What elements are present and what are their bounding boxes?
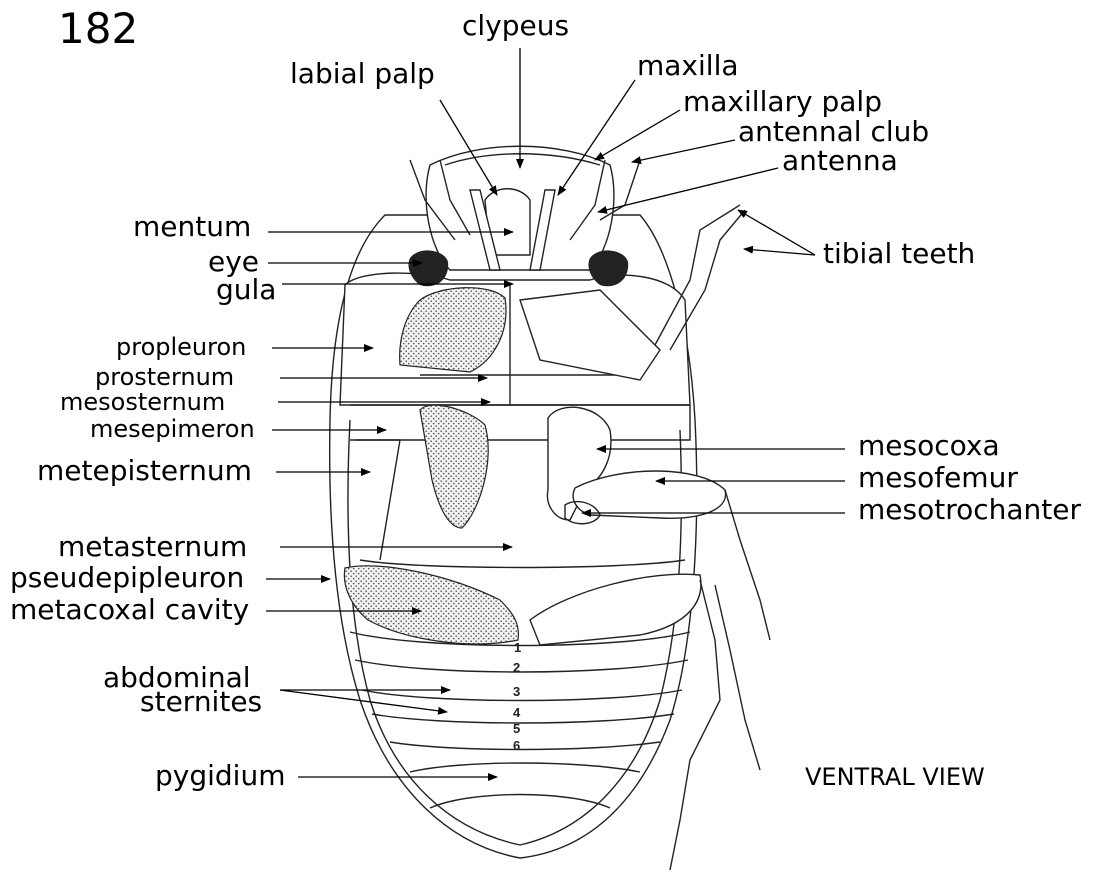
sternite-number-5: 5 xyxy=(513,722,520,735)
label-eye: eye xyxy=(208,248,259,276)
label-labial-palp: labial palp xyxy=(290,60,435,88)
label-pygidium: pygidium xyxy=(155,762,285,790)
label-propleuron: propleuron xyxy=(116,335,246,359)
label-mesotrochanter: mesotrochanter xyxy=(858,496,1081,524)
label-maxillary-palp: maxillary palp xyxy=(683,88,882,116)
label-mesosternum: mesosternum xyxy=(60,390,225,414)
sternite-number-3: 3 xyxy=(513,685,520,698)
sternite-number-6: 6 xyxy=(513,739,520,752)
label-mesepimeron: mesepimeron xyxy=(90,417,255,441)
view-label: VENTRAL VIEW xyxy=(805,765,985,789)
label-antennal-club: antennal club xyxy=(738,118,929,146)
figure-number: 182 xyxy=(58,8,138,50)
beetle-body-outline xyxy=(330,146,770,870)
label-maxilla: maxilla xyxy=(637,52,739,80)
label-mesofemur: mesofemur xyxy=(858,464,1018,492)
label-mesocoxa: mesocoxa xyxy=(858,432,1000,460)
label-gula: gula xyxy=(216,276,276,304)
label-sternites: sternites xyxy=(140,688,262,716)
sternite-number-1: 1 xyxy=(514,641,521,654)
label-metepisternum: metepisternum xyxy=(37,457,252,485)
label-metasternum: metasternum xyxy=(58,533,247,561)
label-metacoxal-cavity: metacoxal cavity xyxy=(10,596,249,624)
sternite-number-2: 2 xyxy=(513,661,520,674)
label-antenna: antenna xyxy=(782,147,898,175)
sternite-number-4: 4 xyxy=(513,706,520,719)
label-pseudepipleuron: pseudepipleuron xyxy=(10,564,244,592)
label-tibial-teeth: tibial teeth xyxy=(823,240,975,268)
label-mentum: mentum xyxy=(133,213,251,241)
label-clypeus: clypeus xyxy=(462,12,569,40)
label-prosternum: prosternum xyxy=(95,365,234,389)
